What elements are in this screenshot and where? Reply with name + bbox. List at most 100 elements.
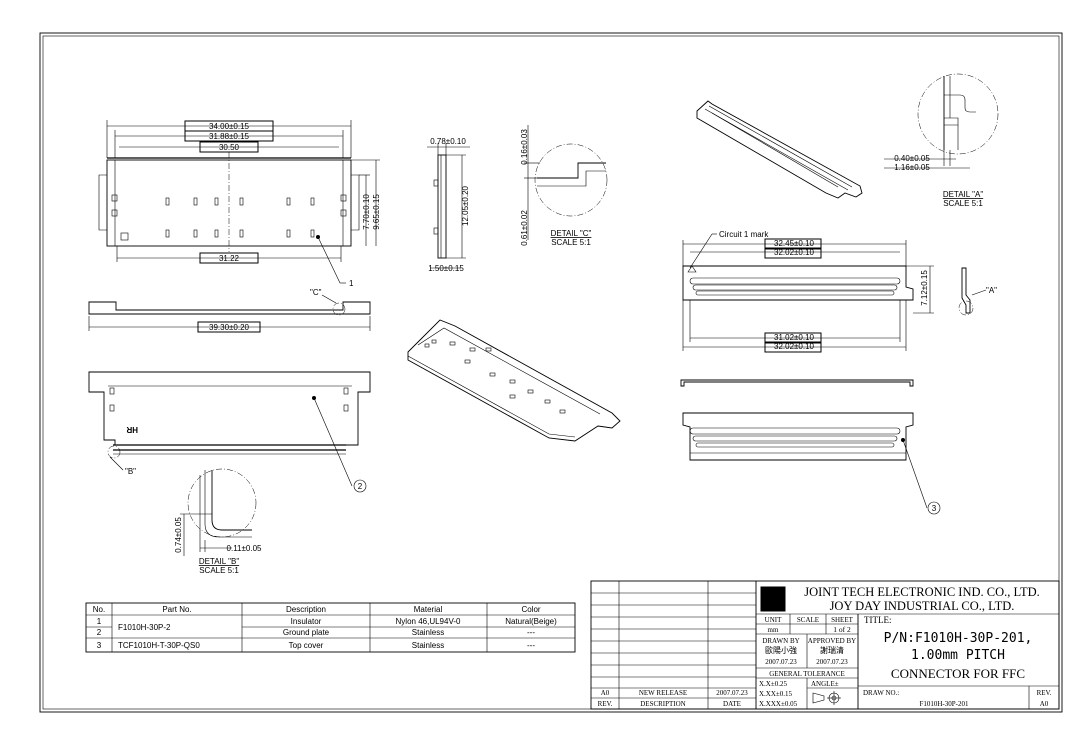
- bom-row3-desc: Top cover: [289, 641, 324, 650]
- tb-drawno: F1010H-30P-201: [919, 700, 969, 708]
- inner-frame: [42, 35, 1060, 710]
- tb-tol3: X.XXX±0.05: [759, 700, 798, 708]
- dim-top-h2: 9.65±0.15: [372, 194, 381, 230]
- tb-tol1: X.X±0.25: [759, 680, 787, 688]
- tb-scale-h: SCALE: [797, 616, 819, 624]
- detail-a-scale: SCALE 5:1: [943, 199, 983, 208]
- bom-row3-part: TCF1010H-T-30P-QS0: [118, 641, 200, 650]
- tb-desc-h: DESCRIPTION: [640, 700, 686, 708]
- tb-unit-h: UNIT: [765, 616, 782, 624]
- cover-bottom-view: 3: [682, 412, 941, 515]
- isometric-view: [407, 319, 621, 442]
- tb-rev-code: A0: [601, 689, 610, 697]
- dim-a-1: 0.40±0.05: [894, 154, 930, 163]
- bom-row1-no: 1: [97, 617, 102, 626]
- bom-row3-material: Stainless: [412, 641, 444, 650]
- detail-b: 0.74±0.05 0.11±0.05 DETAIL "B" SCALE 5:1: [174, 468, 262, 575]
- tb-angle-h: ANGLE±: [811, 680, 839, 688]
- tb-rev-h: REV.: [598, 700, 613, 708]
- bottom-view: HR 2 "B": [88, 371, 371, 493]
- tb-rev-date: 2007.07.23: [716, 689, 748, 697]
- detail-c-title: DETAIL "C": [551, 229, 592, 238]
- tb-date-h: DATE: [723, 700, 741, 708]
- dim-top-w2: 31.88±0.15: [209, 132, 250, 141]
- dim-c-h1: 0.16±0.03: [520, 129, 529, 165]
- bom-row3-color: ---: [527, 641, 535, 650]
- tb-title-h: TITLE:: [864, 615, 892, 625]
- dim-b-w: 0.11±0.05: [227, 544, 262, 553]
- cover-side-view: "A": [958, 267, 997, 316]
- side-view: 0.78±0.10 12.05±0.20 1.50±0.15: [427, 137, 470, 273]
- tb-unit-v: mm: [768, 626, 779, 634]
- detail-a: 0.40±0.05 1.16±0.05 DETAIL "A" SCALE 5:1: [884, 73, 999, 208]
- detail-b-scale: SCALE 5:1: [199, 566, 239, 575]
- dim-c-h2: 0.61±0.02: [520, 210, 529, 246]
- detail-c-scale: SCALE 5:1: [551, 238, 591, 247]
- dim-r-w4: 32.02±0.10: [774, 342, 815, 351]
- detail-a-title: DETAIL "A": [943, 190, 984, 199]
- dim-r-w1: 32.45±0.10: [774, 239, 815, 248]
- tb-tolerance-h: GENERAL TOLERANCE: [769, 670, 845, 678]
- bom-header-material: Material: [414, 605, 443, 614]
- tb-sheet-h: SHEET: [831, 616, 854, 624]
- tb-drawno-h: DRAW NO.:: [863, 689, 899, 697]
- tb-drawn-name: 歐陽小強: [765, 645, 797, 655]
- front-view: "C" 39.30±0.20: [88, 288, 371, 333]
- dim-top-w3: 30.50: [219, 143, 240, 152]
- tag-a: "A": [986, 286, 997, 295]
- cover-top-view: Circuit 1 mark 32.45±0.10 32.02±0.10 7.1…: [682, 230, 934, 353]
- dim-r-w3: 31.02±0.10: [774, 333, 815, 342]
- bom-row2-desc: Ground plate: [283, 628, 330, 637]
- projection-symbol-icon: [812, 691, 841, 705]
- tag-c: "C": [310, 288, 322, 297]
- tb-rev-value: A0: [1040, 700, 1049, 708]
- bom-row2-material: Stainless: [412, 628, 444, 637]
- tb-title3: CONNECTOR FOR FFC: [891, 666, 1025, 681]
- circuit-mark-label: Circuit 1 mark: [719, 230, 769, 239]
- dim-side-w: 0.78±0.10: [430, 137, 466, 146]
- bom-row3-no: 3: [97, 641, 102, 650]
- dim-bottom-w: 31.22: [219, 254, 240, 263]
- tag-b: "B": [125, 467, 136, 476]
- company-name-2: JOY DAY INDUSTRIAL CO., LTD.: [830, 599, 1015, 613]
- iso-slots: [424, 339, 566, 414]
- balloon-2: 2: [358, 482, 363, 491]
- bom-header-desc: Description: [286, 605, 326, 614]
- balloon-3: 3: [932, 504, 937, 513]
- bom-header-no: No.: [93, 605, 105, 614]
- dim-top-h1: 7.70±0.10: [362, 194, 371, 230]
- dim-b-h: 0.74±0.05: [174, 517, 183, 553]
- tb-drawn-date: 2007.07.23: [765, 658, 797, 666]
- tb-title2: 1.00mm PITCH: [911, 648, 1005, 663]
- bom-row1-color: Natural(Beige): [505, 617, 557, 626]
- tb-approved-h: APPROVED BY: [808, 637, 856, 645]
- outer-frame: [39, 32, 1063, 713]
- tb-approved-date: 2007.07.23: [816, 658, 848, 666]
- dim-side-h: 12.05±0.20: [461, 185, 470, 226]
- top-view: 34.00±0.15 31.88±0.15 30.50 31.22 7.70±0…: [98, 120, 381, 288]
- bom-row2-no: 2: [97, 628, 102, 637]
- tb-rev-desc: NEW RELEASE: [639, 689, 687, 697]
- dim-front-w: 39.30±0.20: [209, 323, 250, 332]
- dim-r-w2: 32.02±0.10: [774, 248, 815, 257]
- tb-logo-mark: [765, 591, 783, 607]
- tb-approved-name: 謝瑞清: [820, 645, 844, 655]
- company-name-1: JOINT TECH ELECTRONIC IND. CO., LTD.: [804, 585, 1040, 599]
- detail-c: 0.16±0.03 0.61±0.02 DETAIL "C" SCALE 5:1: [520, 125, 608, 247]
- bom-row1-material: Nylon 46,UL94V-0: [396, 617, 461, 626]
- cover-edge-view: [680, 379, 914, 387]
- tb-rev-label: REV.: [1037, 689, 1052, 697]
- title-block: [590, 580, 1060, 710]
- dim-r-h: 7.12±0.15: [920, 270, 929, 306]
- bom-row2-color: ---: [527, 628, 535, 637]
- bom-header-part: Part No.: [162, 605, 191, 614]
- dim-side-b: 1.50±0.15: [428, 264, 464, 273]
- bom-header-color: Color: [521, 605, 540, 614]
- tb-pn: P/N:F1010H-30P-201,: [884, 631, 1033, 646]
- detail-b-title: DETAIL "B": [199, 557, 240, 566]
- bom-table: [85, 602, 576, 653]
- tb-drawn-h: DRAWN BY: [762, 637, 799, 645]
- tb-sheet-v: 1 of 2: [833, 625, 851, 634]
- balloon-1: 1: [349, 279, 354, 288]
